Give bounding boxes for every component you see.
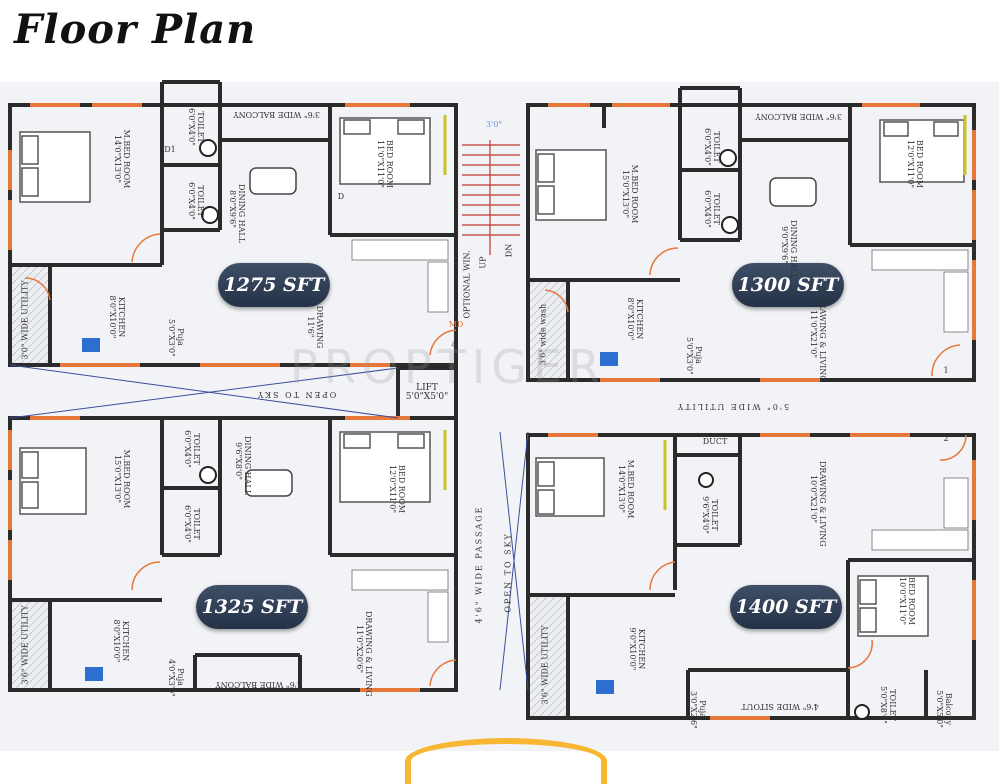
door-marker-4: 4 bbox=[451, 340, 457, 349]
stair-up-label: UP bbox=[478, 256, 488, 269]
unit3-utility-label: 3'6" WIDE UTILITY bbox=[20, 605, 30, 685]
door-marker-d: D bbox=[337, 192, 345, 201]
stoves bbox=[82, 338, 618, 694]
unit-area-badge-1300: 1300 SFT bbox=[732, 263, 844, 307]
stair-down-label: DN bbox=[504, 243, 514, 258]
door-marker-d1: D1 bbox=[164, 145, 176, 154]
decorative-arc bbox=[405, 738, 607, 784]
open-to-sky-lines bbox=[9, 364, 529, 691]
stair-width-label: 3'0" bbox=[485, 120, 503, 129]
unit-area-badge-1275: 1275 SFT bbox=[218, 263, 330, 307]
floor-plan-page: Floor Plan bbox=[0, 6, 999, 784]
door-arcs bbox=[24, 233, 967, 687]
floor-plan-drawing bbox=[8, 80, 976, 720]
door-marker-md: MD bbox=[448, 320, 464, 329]
utility-corridor-label: 5'0" WIDE UTILITY bbox=[676, 402, 790, 411]
open-to-sky-label-2: OPEN TO SKY bbox=[503, 532, 513, 613]
unit4-utility-label: 3'6" WIDE UTILITY bbox=[540, 625, 550, 705]
door-marker-1: 1 bbox=[943, 366, 949, 375]
planters bbox=[443, 115, 967, 510]
unit1-utility-label: 3'0" WIDE UTILITY bbox=[20, 280, 30, 360]
window-strips bbox=[8, 103, 976, 720]
optional-window-label: OPTIONAL WIN. bbox=[462, 250, 472, 319]
door-marker-2: 2 bbox=[943, 434, 949, 443]
utility-tiles bbox=[12, 267, 566, 716]
unit-area-badge-1325: 1325 SFT bbox=[196, 585, 308, 629]
exterior-walls bbox=[8, 80, 976, 720]
watermark: PROPTIGER bbox=[290, 340, 606, 394]
unit4-sitout-label: 4'6" WIDE SITOUT bbox=[741, 702, 819, 711]
unit2-balcony-label: 3'6" WIDE BALCONY bbox=[755, 112, 842, 121]
unit-area-badge-1400: 1400 SFT bbox=[730, 585, 842, 629]
door-marker-3: 3 bbox=[453, 664, 459, 673]
passage-label: 4'6" WIDE PASSAGE bbox=[474, 505, 484, 624]
toilet-bowls bbox=[199, 139, 870, 720]
staircase bbox=[462, 140, 520, 255]
page-title: Floor Plan bbox=[14, 6, 257, 53]
sofas bbox=[351, 239, 969, 643]
beds bbox=[19, 117, 965, 637]
unit3-balcony-label: 4'6" WIDE BALCONY bbox=[215, 680, 302, 689]
unit1-balcony-label: 3'6" WIDE BALCONY bbox=[233, 110, 320, 119]
unit4-duct-label: DUCT bbox=[702, 437, 728, 446]
dining-tables bbox=[245, 167, 817, 497]
